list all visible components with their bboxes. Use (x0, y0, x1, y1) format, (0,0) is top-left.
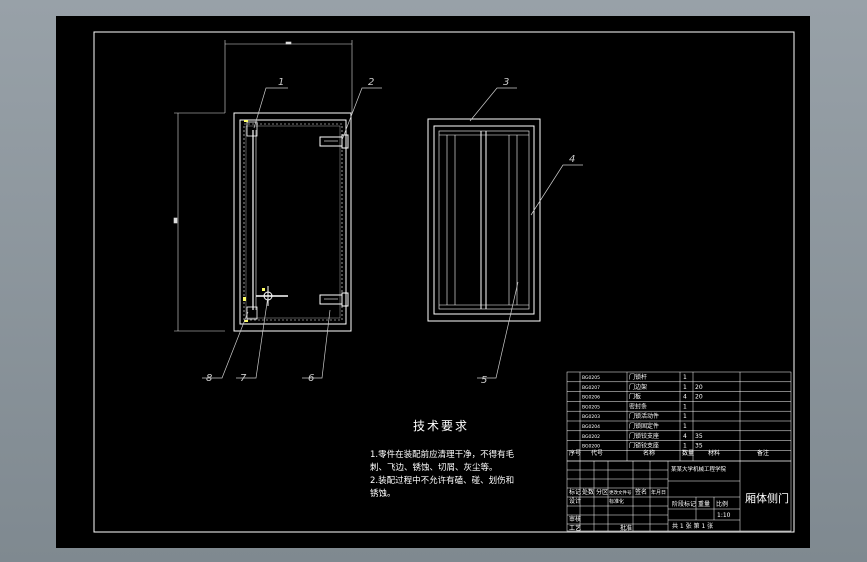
tb-scale-value: 1:10 (717, 512, 731, 519)
tb-part-name: 厢体侧门 (745, 491, 789, 505)
callout-4: 4 (569, 154, 575, 165)
tb-label-review: 审核 (569, 515, 581, 523)
bom-cell-qty: 1 (683, 443, 687, 450)
tech-requirements-title: 技术要求 (413, 419, 469, 433)
tech-line-2: 刺、飞边、锈蚀、切屑、灰尘等。 (370, 462, 498, 473)
bom-header-remark: 备注 (757, 449, 769, 457)
bom-cell-code: BG0205 (582, 404, 600, 410)
tech-line-3: 2.装配过程中不允许有磕、碰、划伤和 (370, 475, 514, 486)
bom-cell-name: 门锁铰支座 (629, 432, 659, 440)
bom-cell-name: 门边架 (629, 383, 647, 391)
callout-labels: 1 2 3 4 5 6 7 8 (206, 77, 575, 386)
title-block: 某某大学机械工程学院 厢体侧门 阶段标记 重量 比例 1:10 共 1 张 第 … (566, 460, 792, 532)
tech-requirements: 技术要求 1.零件在装配前应清理干净，不得有毛 刺、飞边、锈蚀、切屑、灰尘等。 … (370, 419, 515, 499)
tb-stage-label: 阶段标记 (672, 500, 696, 508)
bom-cell-qty: 1 (683, 374, 687, 381)
bom-cell-material: 20 (695, 394, 703, 401)
drawing-frame (93, 31, 795, 533)
bom-cell-qty: 4 (683, 394, 687, 401)
tb-weight-label: 重量 (698, 500, 710, 508)
bom-cell-name: 门锁铰支座 (629, 442, 659, 450)
tb-label-sign: 签名 (635, 488, 647, 496)
tb-label-process: 工艺 (569, 524, 581, 532)
bom-cell-name: 门锁杆 (629, 373, 647, 381)
bom-cell-name: 门锁固定件 (629, 422, 659, 430)
door-side-view (427, 118, 541, 322)
bom-header-code: 代号 (591, 449, 603, 457)
callout-1: 1 (278, 77, 284, 88)
bom-header-name: 名称 (643, 449, 655, 457)
bom-cell-code: BG0200 (582, 444, 600, 450)
bom-header-material: 材料 (708, 449, 720, 457)
callout-3: 3 (503, 77, 509, 88)
tb-sheet-info: 共 1 张 第 1 张 (672, 522, 713, 530)
tb-label-approve: 批准 (620, 524, 632, 532)
bom-header: 序号 代号 名称 数量 材料 备注 (569, 449, 769, 457)
callout-8: 8 (206, 373, 212, 384)
callout-6: 6 (308, 373, 314, 384)
callout-7: 7 (240, 373, 247, 384)
tb-label-zone: 分区 (596, 488, 608, 496)
bom-header-qty: 数量 (682, 449, 694, 457)
drawing-sheet (56, 16, 810, 548)
bom-cell-qty: 1 (683, 413, 687, 420)
bom-cell-material: 35 (695, 443, 703, 450)
bom-header-seq: 序号 (569, 449, 581, 457)
tb-scale-label: 比例 (716, 500, 728, 508)
tech-line-1: 1.零件在装配前应清理干净，不得有毛 (370, 449, 515, 460)
tb-label-standard: 标准化 (609, 498, 624, 505)
bom-cell-material: 35 (695, 433, 703, 440)
tech-line-4: 锈蚀。 (370, 488, 396, 499)
tb-company: 某某大学机械工程学院 (671, 465, 727, 473)
bom-cell-qty: 1 (683, 403, 687, 410)
bom-cell-name: 门锁活动件 (629, 412, 659, 420)
tb-label-mark: 标记 (569, 488, 581, 496)
bom-cell-code: BG0207 (582, 385, 600, 391)
tb-label-date: 年月日 (651, 489, 666, 496)
bom-cell-code: BG0203 (582, 414, 600, 420)
front-view-dimensions (173, 40, 353, 332)
bom-cell-name: 密封条 (629, 402, 647, 410)
door-front-view (233, 112, 352, 332)
leader-lines (202, 87, 583, 379)
bom-cell-qty: 1 (683, 384, 687, 391)
bom-cell-name: 门板 (629, 393, 641, 401)
tb-label-design: 设计 (569, 497, 581, 505)
bom-cell-code: BG0205 (582, 375, 600, 381)
bom-cell-code: BG0202 (582, 434, 600, 440)
bom-cell-qty: 4 (683, 433, 687, 440)
callout-2: 2 (368, 77, 374, 88)
bom-cell-material: 20 (695, 384, 703, 391)
yellow-centre-marks (243, 120, 265, 322)
callout-5: 5 (481, 375, 487, 386)
bom-cell-code: BG0204 (582, 424, 600, 430)
bom-cell-qty: 1 (683, 423, 687, 430)
bom-cell-code: BG0206 (582, 395, 600, 401)
tb-label-count: 处数 (582, 488, 594, 496)
tb-label-change: 更改文件号 (609, 489, 632, 496)
